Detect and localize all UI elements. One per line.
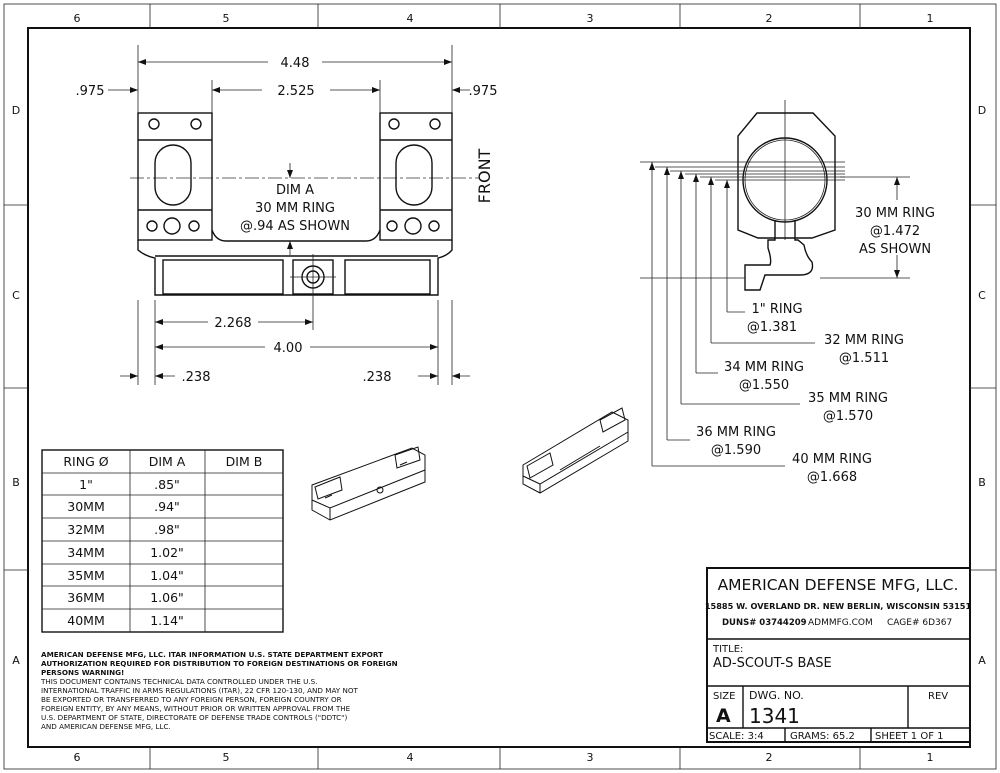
company-address: 15885 W. OVERLAND DR. NEW BERLIN, WISCON… [705, 601, 972, 611]
zone-row-c: C [12, 289, 20, 302]
title-label: TITLE: [712, 644, 743, 655]
ring-table: RING Ø DIM A DIM B 1" .85" 30MM .94" 32M… [41, 449, 284, 633]
zone-col-4-bottom: 4 [407, 751, 414, 764]
sheet-size: A [716, 705, 731, 727]
table-cell: 32MM [67, 522, 104, 537]
table-cell: .85" [154, 477, 180, 492]
size-label: SIZE [713, 691, 735, 702]
zone-row-c-right: C [978, 289, 986, 302]
itar-line: THIS DOCUMENT CONTAINS TECHNICAL DATA CO… [40, 677, 318, 686]
isometric-view-2 [522, 407, 629, 494]
callout-34mm-height: @1.550 [739, 378, 789, 393]
table-header-dim-b: DIM B [226, 454, 263, 469]
callout-35mm-ring: 35 MM RING [808, 391, 888, 406]
itar-line: U.S. DEPARTMENT OF STATE, DIRECTORATE OF… [41, 713, 347, 722]
callout-32mm-height: @1.511 [839, 351, 889, 366]
scale: SCALE: 3:4 [709, 731, 764, 742]
isometric-view-1 [311, 446, 426, 521]
rev-label: REV [928, 691, 948, 702]
callout-36mm-ring: 36 MM RING [696, 425, 776, 440]
drawing-title: AD-SCOUT-S BASE [713, 656, 832, 671]
itar-bold-line: AUTHORIZATION REQUIRED FOR DISTRIBUTION … [41, 659, 398, 668]
zone-col-3: 3 [587, 12, 594, 25]
table-cell: 35MM [67, 568, 104, 583]
table-cell: 40MM [67, 613, 104, 628]
table-header-dim-a: DIM A [149, 454, 186, 469]
dim-a-note-line3: @.94 AS SHOWN [240, 219, 350, 234]
callout-1in-ring: 1" RING [751, 302, 802, 317]
zone-col-3-bottom: 3 [587, 751, 594, 764]
callout-1in-height: @1.381 [747, 320, 797, 335]
callout-36mm-height: @1.590 [711, 443, 761, 458]
sheet-number: SHEET 1 OF 1 [875, 731, 944, 742]
zone-col-2: 2 [766, 12, 773, 25]
dim-a-note-line1: DIM A [276, 183, 314, 198]
callout-35mm-height: @1.570 [823, 409, 873, 424]
table-cell: 1" [79, 477, 93, 492]
zone-ticks [4, 4, 996, 769]
itar-bold-line: AMERICAN DEFENSE MFG, LLC. ITAR INFORMAT… [41, 650, 383, 659]
table-cell: 1.02" [150, 545, 184, 560]
table-cell: 36MM [67, 590, 104, 605]
side-view: 30 MM RING @1.472 AS SHOWN 1" RING @1.38… [640, 100, 935, 485]
zone-row-a: A [12, 654, 20, 667]
zone-col-1: 1 [927, 12, 934, 25]
website: ADMMFG.COM [808, 618, 873, 628]
dim-left-ring-width: .975 [76, 84, 105, 99]
dwg-no-label: DWG. NO. [749, 689, 804, 702]
zone-row-b: B [12, 476, 20, 489]
side-note-line3: AS SHOWN [859, 242, 931, 257]
itar-line: BE EXPORTED OR TRANSFERRED TO ANY FOREIG… [41, 695, 342, 704]
dim-left-offset: .238 [182, 370, 211, 385]
zone-labels: 6 5 4 3 2 1 6 5 4 3 2 1 D C B A D C B A [12, 12, 986, 764]
zone-row-a-right: A [978, 654, 986, 667]
dim-base-length: 4.00 [274, 341, 303, 356]
zone-col-4: 4 [407, 12, 414, 25]
company-name: AMERICAN DEFENSE MFG, LLC. [718, 576, 959, 594]
callout-40mm-ring: 40 MM RING [792, 452, 872, 467]
side-note-line1: 30 MM RING [855, 206, 935, 221]
itar-bold-line: PERSONS WARNING! [41, 668, 124, 677]
zone-col-5-bottom: 5 [223, 751, 230, 764]
side-note-line2: @1.472 [870, 224, 920, 239]
dim-ring-spacing: 2.525 [277, 84, 314, 99]
zone-col-2-bottom: 2 [766, 751, 773, 764]
weight-grams: GRAMS: 65.2 [790, 731, 855, 742]
cage-code: CAGE# 6D367 [887, 618, 952, 628]
drawing-number: 1341 [749, 704, 800, 728]
table-header-ring: RING Ø [63, 454, 108, 469]
table-cell: .98" [154, 522, 180, 537]
callout-40mm-height: @1.668 [807, 470, 857, 485]
zone-col-6-bottom: 6 [74, 751, 81, 764]
table-cell: 1.06" [150, 590, 184, 605]
itar-line: AND AMERICAN DEFENSE MFG, LLC. [41, 722, 171, 731]
drawing-border [27, 27, 971, 748]
duns-number: DUNS# 03744209 [722, 618, 807, 628]
front-view: 4.48 .975 2.525 .975 DIM A 30 MM RING @.… [76, 45, 498, 385]
zone-col-6: 6 [74, 12, 81, 25]
zone-col-5: 5 [223, 12, 230, 25]
table-cell: 1.14" [150, 613, 184, 628]
dim-screw-position: 2.268 [214, 316, 251, 331]
dim-right-offset: .238 [363, 370, 392, 385]
table-cell: 34MM [67, 545, 104, 560]
callout-32mm-ring: 32 MM RING [824, 333, 904, 348]
itar-line: FOREIGN ENTITY, BY ANY MEANS, WITHOUT PR… [41, 704, 351, 713]
zone-row-d: D [12, 104, 20, 117]
table-cell: .94" [154, 499, 180, 514]
callout-34mm-ring: 34 MM RING [724, 360, 804, 375]
table-cell: 1.04" [150, 568, 184, 583]
dim-right-ring-width: .975 [469, 84, 498, 99]
zone-row-d-right: D [978, 104, 986, 117]
front-label: FRONT [475, 148, 494, 203]
itar-warning: AMERICAN DEFENSE MFG, LLC. ITAR INFORMAT… [40, 650, 398, 731]
itar-line: INTERNATIONAL TRAFFIC IN ARMS REGULATION… [41, 686, 359, 695]
zone-row-b-right: B [978, 476, 986, 489]
dim-overall-width: 4.48 [281, 56, 310, 71]
zone-col-1-bottom: 1 [927, 751, 934, 764]
table-cell: 30MM [67, 499, 104, 514]
dim-a-note-line2: 30 MM RING [255, 201, 335, 216]
title-block: AMERICAN DEFENSE MFG, LLC. 15885 W. OVER… [705, 567, 972, 743]
